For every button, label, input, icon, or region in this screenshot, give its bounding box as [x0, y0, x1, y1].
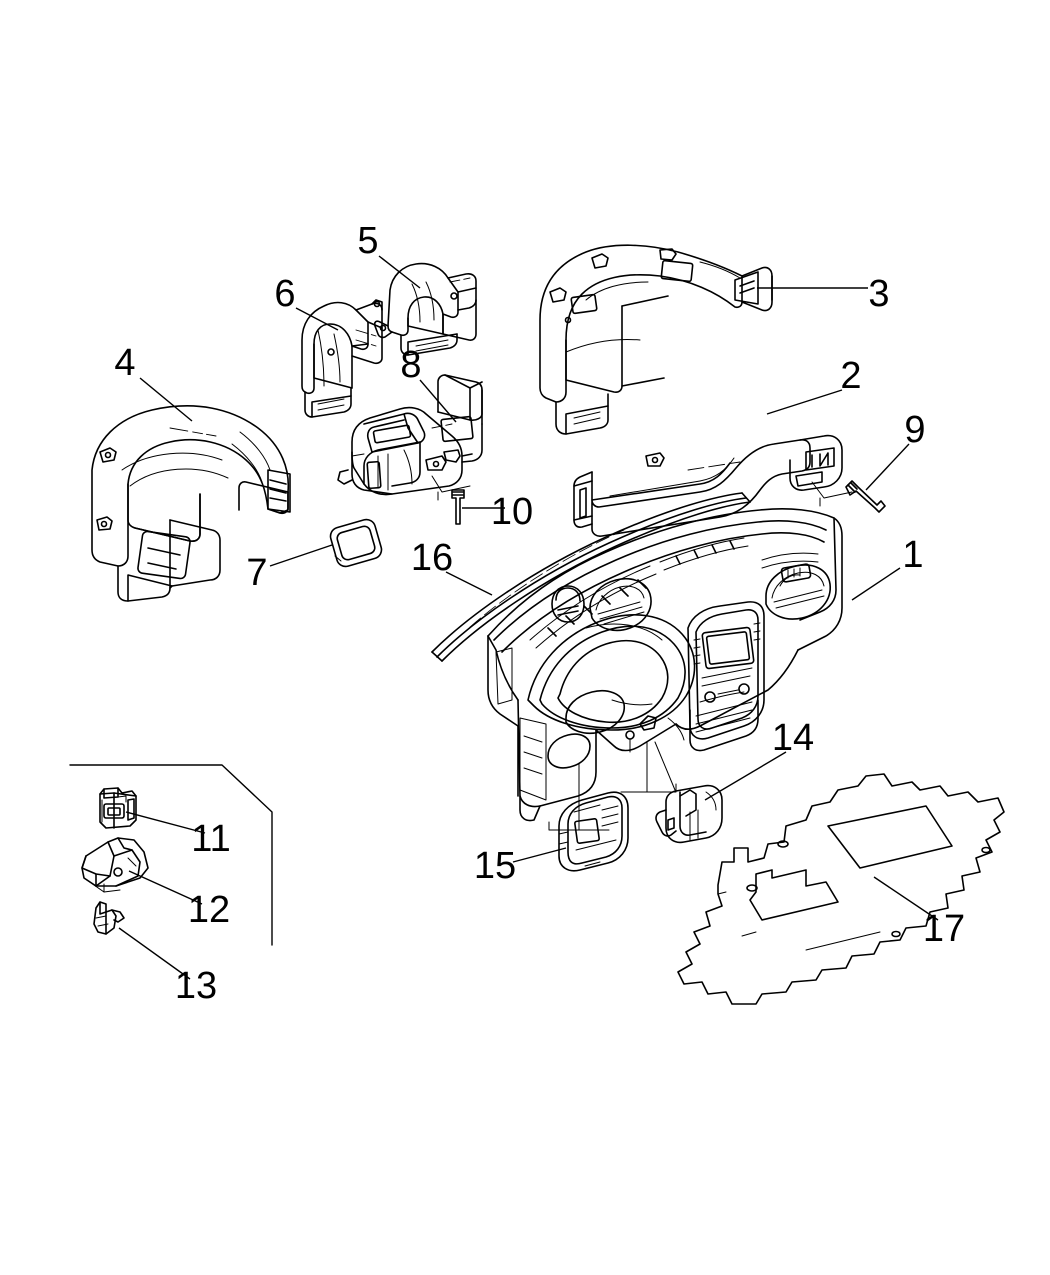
leader-line-4: [139, 377, 193, 422]
leader-line-2: [766, 389, 843, 415]
leader-line-11: [125, 811, 206, 834]
callout-label-16[interactable]: 16: [411, 537, 453, 579]
leader-line-7: [269, 544, 333, 567]
leader-line-6: [295, 307, 339, 331]
callout-label-17[interactable]: 17: [923, 908, 965, 950]
part-16-defroster-grille-trim-strip[interactable]: [431, 492, 751, 662]
callout-label-15[interactable]: 15: [474, 845, 516, 887]
part-13-spring-clip[interactable]: [93, 901, 125, 935]
clip-detail-callout-box: [69, 764, 273, 946]
part-8-center-distribution-duct[interactable]: [337, 374, 483, 501]
leader-line-14: [704, 751, 787, 801]
part-17-insulator-panel[interactable]: [677, 773, 1005, 1005]
part-12-bracket-clip[interactable]: [81, 837, 149, 893]
callout-label-1[interactable]: 1: [902, 534, 923, 576]
part-5-side-demister-duct-right[interactable]: [373, 262, 477, 356]
callout-label-10[interactable]: 10: [491, 491, 533, 533]
part-15-air-outlet-vent-register[interactable]: [558, 791, 629, 872]
callout-label-14[interactable]: 14: [772, 717, 814, 759]
part-9-screw-duct-mounting[interactable]: [845, 480, 886, 513]
callout-label-6[interactable]: 6: [274, 273, 295, 315]
part-4-defroster-duct-left[interactable]: [91, 405, 291, 602]
leader-line-13: [118, 927, 191, 980]
leader-line-8: [419, 379, 457, 423]
leader-line-12: [128, 870, 203, 905]
leader-line-5: [378, 255, 421, 289]
callout-label-8[interactable]: 8: [400, 344, 421, 386]
callout-label-3[interactable]: 3: [868, 273, 889, 315]
leader-line-15: [512, 847, 567, 863]
callout-label-12[interactable]: 12: [188, 889, 230, 931]
callout-label-5[interactable]: 5: [357, 220, 378, 262]
part-11-retainer-clip[interactable]: [99, 787, 137, 829]
callout-label-4[interactable]: 4: [114, 342, 135, 384]
assembly-alignment-leaders: [548, 741, 677, 831]
part-7-duct-seal-grommet[interactable]: [328, 517, 383, 568]
part-1-instrument-panel-assembly[interactable]: [487, 508, 843, 822]
callout-label-13[interactable]: 13: [175, 965, 217, 1007]
callout-label-9[interactable]: 9: [904, 409, 925, 451]
part-3-air-distribution-duct-center[interactable]: [539, 244, 773, 435]
callout-label-7[interactable]: 7: [246, 552, 267, 594]
callout-label-11[interactable]: 11: [191, 818, 230, 860]
leader-line-1: [851, 567, 901, 601]
callout-leader-lines: [118, 255, 939, 980]
leader-line-9: [865, 443, 910, 491]
leader-line-17: [873, 876, 939, 921]
part-6-side-demister-duct-left[interactable]: [301, 299, 383, 418]
callout-label-2[interactable]: 2: [840, 355, 861, 397]
leader-line-16: [445, 571, 493, 596]
part-10-screw-center-duct[interactable]: [451, 489, 465, 525]
part-14-demister-outlet-grille[interactable]: [655, 784, 723, 844]
